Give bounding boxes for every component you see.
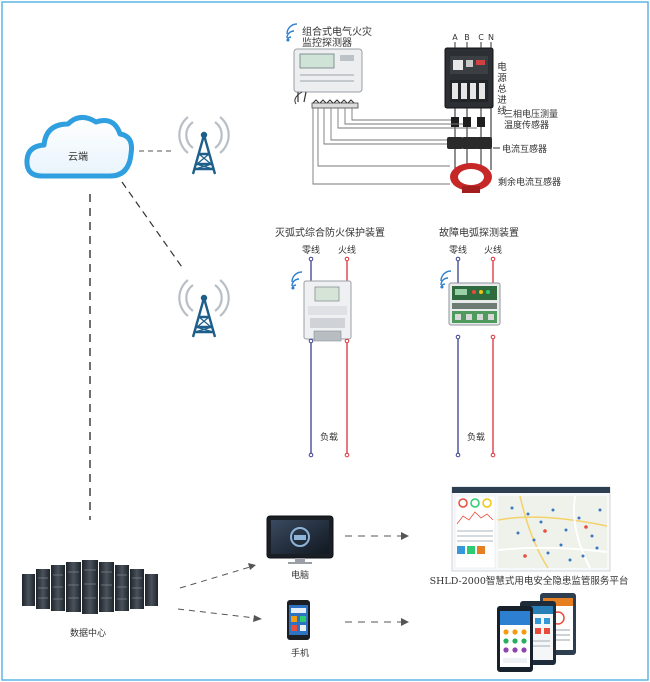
arrow-head-icon bbox=[253, 615, 262, 622]
phase-label-b: B bbox=[464, 33, 470, 42]
terminal-rail bbox=[311, 99, 359, 109]
phase-label-c: C bbox=[478, 33, 484, 42]
voltage-temp-label-line1: 三相电压测量 bbox=[504, 108, 558, 120]
arc-detect-live-label: 火线 bbox=[484, 244, 502, 256]
breaker-label-char: 源 bbox=[497, 73, 507, 84]
wifi-icon bbox=[290, 271, 303, 291]
computer-label: 电脑 bbox=[291, 569, 309, 581]
arrow-head-icon bbox=[248, 563, 256, 570]
arc-protect-load-label: 负载 bbox=[320, 431, 338, 443]
phone-label: 手机 bbox=[291, 647, 309, 659]
wifi-icon bbox=[285, 23, 298, 43]
arc-protect-neutral-label: 零线 bbox=[302, 244, 320, 256]
arrow-head-icon bbox=[401, 618, 409, 626]
breaker-label-char: 总 bbox=[497, 83, 507, 95]
voltage-temperature-sensor bbox=[451, 117, 485, 127]
signal-tower-icon bbox=[178, 115, 230, 176]
signal-tower-icon bbox=[178, 278, 230, 339]
main-breaker-device bbox=[444, 47, 494, 109]
server-rack-icon bbox=[22, 560, 158, 614]
mobile-phone-icon bbox=[287, 600, 310, 640]
computer-monitor-icon bbox=[266, 515, 334, 564]
breaker-label-char: 进 bbox=[497, 95, 507, 106]
voltage-temp-label-line2: 温度传感器 bbox=[504, 119, 549, 131]
breaker-label-char: 线 bbox=[497, 105, 507, 117]
phase-label-a: A bbox=[452, 33, 458, 42]
detector-title-line2: 监控探测器 bbox=[302, 36, 352, 49]
arc-protect-live-label: 火线 bbox=[338, 244, 356, 256]
platform-mobile-screens bbox=[497, 593, 576, 672]
link-datacenter-computer bbox=[179, 566, 251, 589]
cloud-icon bbox=[24, 115, 134, 179]
arc-detection-device bbox=[448, 282, 501, 326]
residual-current-transformer bbox=[450, 163, 492, 193]
data-center-label: 数据中心 bbox=[70, 627, 106, 639]
arc-protect-title: 灭弧式综合防火保护装置 bbox=[275, 226, 385, 239]
detector-title-line1: 组合式电气火灾 bbox=[302, 25, 372, 38]
platform-web-dashboard bbox=[451, 486, 611, 572]
arc-detect-load-label: 负载 bbox=[467, 431, 485, 443]
fire-monitor-detector-device bbox=[293, 48, 363, 105]
cloud-label: 云端 bbox=[68, 150, 88, 163]
residual-transformer-label: 剩余电流互感器 bbox=[498, 176, 561, 188]
phase-label-n: N bbox=[488, 33, 494, 42]
sensor-signal-wires bbox=[312, 108, 477, 185]
link-cloud-tower2 bbox=[121, 181, 185, 271]
arc-detect-title: 故障电弧探测装置 bbox=[439, 226, 519, 239]
link-datacenter-phone bbox=[177, 608, 256, 619]
current-transformer-label: 电流互感器 bbox=[502, 143, 547, 155]
platform-title: SHLD-2000智慧式用电安全隐患监管服务平台 bbox=[430, 575, 629, 587]
arc-protection-device bbox=[303, 280, 352, 342]
current-transformer bbox=[447, 137, 492, 149]
arrow-head-icon bbox=[401, 532, 409, 540]
breaker-label-char: 电 bbox=[497, 61, 507, 73]
arc-detect-neutral-label: 零线 bbox=[449, 244, 467, 256]
